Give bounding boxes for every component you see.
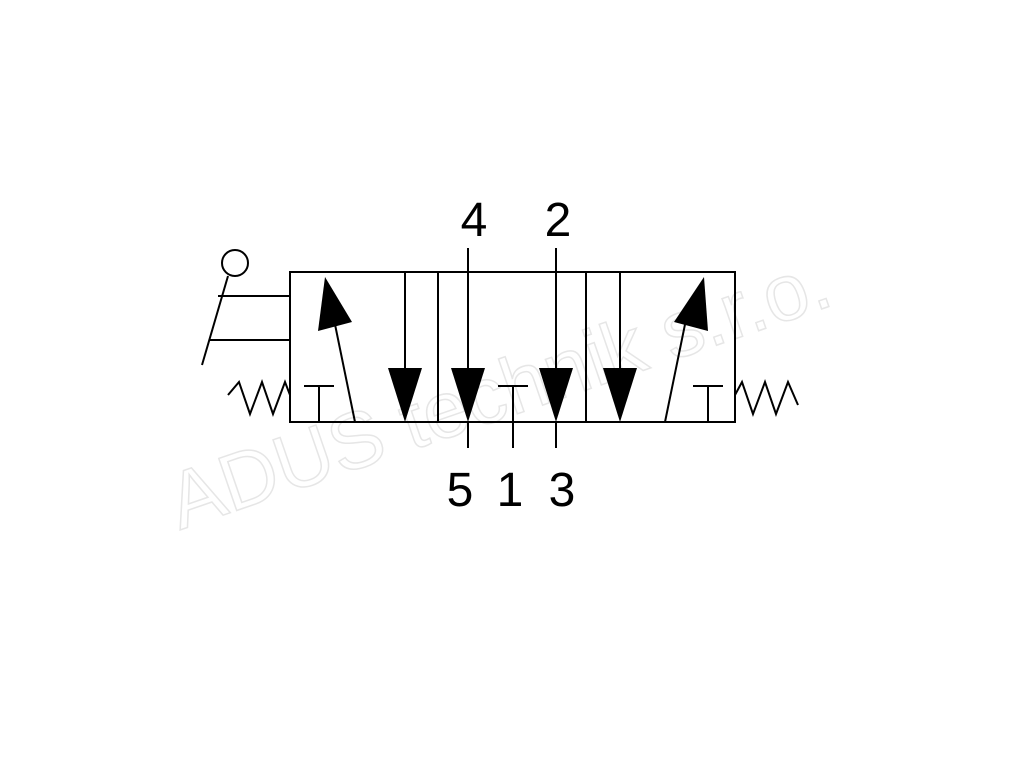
port-label-3: 3 (549, 464, 576, 517)
left-spring (227, 379, 291, 417)
middle-box-flow (388, 272, 422, 422)
right-spring (734, 379, 799, 417)
left-box-flow (304, 277, 356, 423)
port-label-4: 4 (461, 194, 488, 247)
lever-actuator (201, 249, 290, 366)
center-box-flow (451, 248, 573, 448)
port-label-5: 5 (447, 464, 474, 517)
port-label-2: 2 (545, 194, 572, 247)
right-box-flow (603, 272, 723, 423)
port-label-1: 1 (497, 464, 524, 517)
